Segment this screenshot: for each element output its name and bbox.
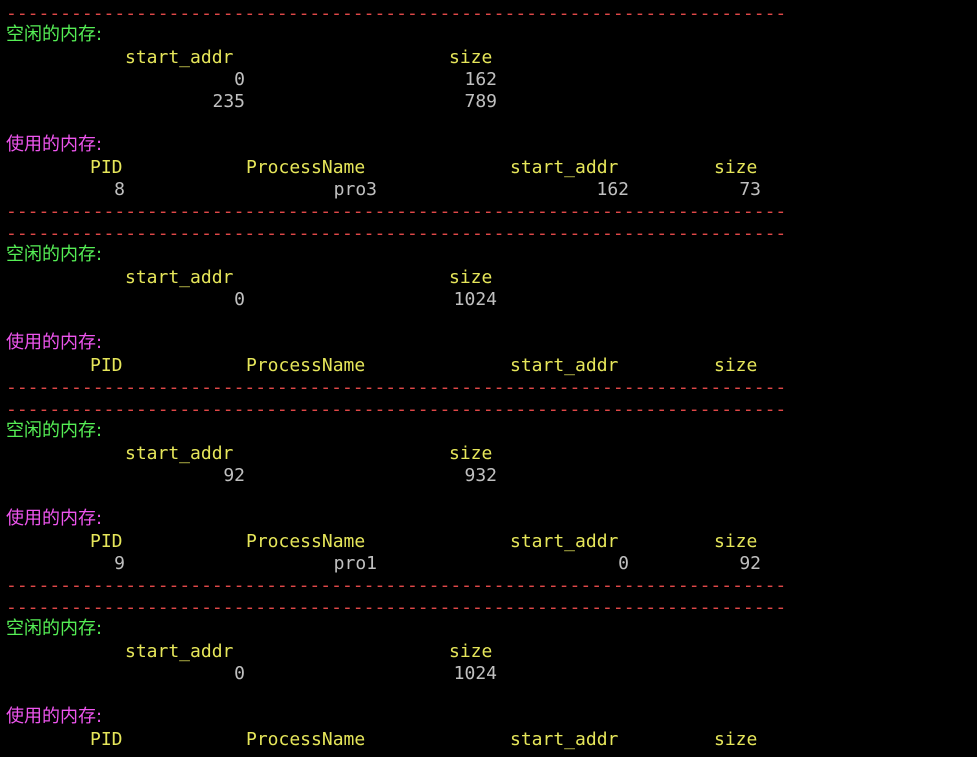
used-col-size: size <box>714 157 758 178</box>
used-col-start-addr: start_addr <box>510 729 619 750</box>
free-col-start-addr: start_addr <box>125 641 234 662</box>
separator-line: ----------------------------------------… <box>6 399 787 420</box>
used-row-start-addr: 162 <box>596 179 629 200</box>
free-memory-heading: 空闲的内存: <box>6 420 103 441</box>
free-row-start-addr: 0 <box>234 69 245 90</box>
used-memory-heading: 使用的内存: <box>6 332 103 353</box>
free-col-size: size <box>449 267 493 288</box>
free-row-start-addr: 0 <box>234 289 245 310</box>
free-memory-heading: 空闲的内存: <box>6 244 103 265</box>
free-col-start-addr: start_addr <box>125 47 234 68</box>
used-row-pid: 8 <box>114 179 125 200</box>
used-memory-heading: 使用的内存: <box>6 706 103 727</box>
used-row-pid: 9 <box>114 553 125 574</box>
used-col-size: size <box>714 729 758 750</box>
free-row-start-addr: 235 <box>212 91 245 112</box>
used-row-size: 92 <box>739 553 761 574</box>
used-col-start-addr: start_addr <box>510 355 619 376</box>
used-memory-heading: 使用的内存: <box>6 508 103 529</box>
used-row-size: 73 <box>739 179 761 200</box>
used-col-process-name: ProcessName <box>246 355 366 376</box>
free-memory-heading: 空闲的内存: <box>6 24 103 45</box>
free-col-size: size <box>449 443 493 464</box>
separator-line: ----------------------------------------… <box>6 377 787 398</box>
used-row-start-addr: 0 <box>618 553 629 574</box>
used-col-size: size <box>714 355 758 376</box>
used-col-start-addr: start_addr <box>510 531 619 552</box>
used-col-pid: PID <box>90 531 123 552</box>
separator-line: ----------------------------------------… <box>6 3 787 24</box>
used-col-pid: PID <box>90 729 123 750</box>
free-col-size: size <box>449 47 493 68</box>
used-col-pid: PID <box>90 157 123 178</box>
free-memory-heading: 空闲的内存: <box>6 618 103 639</box>
free-col-start-addr: start_addr <box>125 443 234 464</box>
separator-line: ----------------------------------------… <box>6 575 787 596</box>
used-col-start-addr: start_addr <box>510 157 619 178</box>
separator-line: ----------------------------------------… <box>6 223 787 244</box>
free-row-size: 1024 <box>453 663 497 684</box>
used-col-process-name: ProcessName <box>246 531 366 552</box>
free-col-size: size <box>449 641 493 662</box>
free-row-size: 1024 <box>453 289 497 310</box>
separator-line: ----------------------------------------… <box>6 201 787 222</box>
used-row-process-name: pro3 <box>333 179 377 200</box>
used-col-size: size <box>714 531 758 552</box>
free-row-size: 162 <box>464 69 497 90</box>
free-row-start-addr: 0 <box>234 663 245 684</box>
free-col-start-addr: start_addr <box>125 267 234 288</box>
free-row-size: 932 <box>464 465 497 486</box>
free-row-start-addr: 92 <box>223 465 245 486</box>
separator-line: ----------------------------------------… <box>6 597 787 618</box>
used-row-process-name: pro1 <box>333 553 377 574</box>
used-col-pid: PID <box>90 355 123 376</box>
free-row-size: 789 <box>464 91 497 112</box>
used-col-process-name: ProcessName <box>246 729 366 750</box>
used-memory-heading: 使用的内存: <box>6 134 103 155</box>
used-col-process-name: ProcessName <box>246 157 366 178</box>
